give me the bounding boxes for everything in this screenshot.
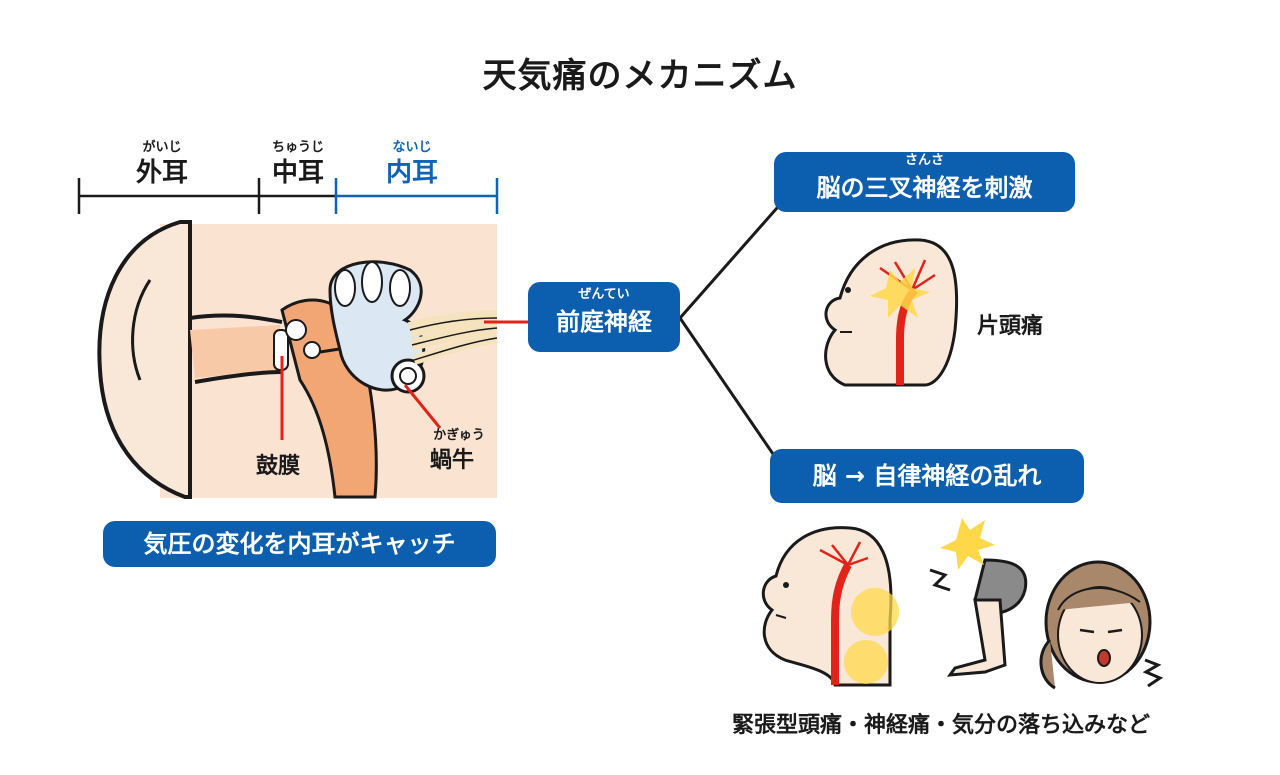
migraine-label: 片頭痛 (977, 314, 1044, 339)
cochlea-pointer (403, 384, 442, 429)
ear-illustration (97, 220, 498, 499)
sad-woman-icon (1039, 560, 1164, 690)
trigeminal-label: 脳の三叉神経を刺激 (816, 174, 1033, 202)
middle-ear-ruby: ちゅうじ (271, 140, 324, 155)
vestibular-nerve-ruby: ぜんてい (578, 287, 630, 302)
inner-ear-label: 内耳 (385, 158, 438, 188)
ear-section-bracket (77, 178, 499, 214)
page-title: 天気痛のメカニズム (482, 56, 798, 96)
trigeminal-nerve-box: さんさ 脳の三叉神経を刺激 (774, 152, 1075, 212)
aching-knee-icon (929, 518, 1028, 677)
branch-line-bottom (678, 317, 786, 471)
outer-ear-label: 外耳 (135, 158, 188, 188)
inner-ear-ruby: ないじ (392, 140, 432, 155)
autonomic-nerve-box: 脳 → 自律神経の乱れ (770, 449, 1084, 503)
outer-ear-ruby: がいじ (142, 140, 182, 155)
vestibular-nerve-label: 前庭神経 (556, 308, 652, 336)
eardrum-label: 鼓膜 (256, 454, 301, 479)
middle-ear-label: 中耳 (271, 158, 324, 188)
cochlea-label: 蝸牛 (430, 448, 475, 473)
pressure-change-caption: 気圧の変化を内耳がキャッチ (103, 521, 496, 567)
cochlea-ruby: かぎゅう (433, 428, 485, 443)
vestibular-nerve-box: ぜんてい 前庭神経 (528, 282, 680, 352)
branch-line-top (678, 199, 786, 319)
trigeminal-ruby: さんさ (904, 153, 944, 168)
stiff-neck-head-icon (761, 526, 899, 687)
headache-head-icon (824, 238, 959, 387)
tension-headache-label: 緊張型頭痛・神経痛・気分の落ち込みなど (732, 713, 1151, 738)
